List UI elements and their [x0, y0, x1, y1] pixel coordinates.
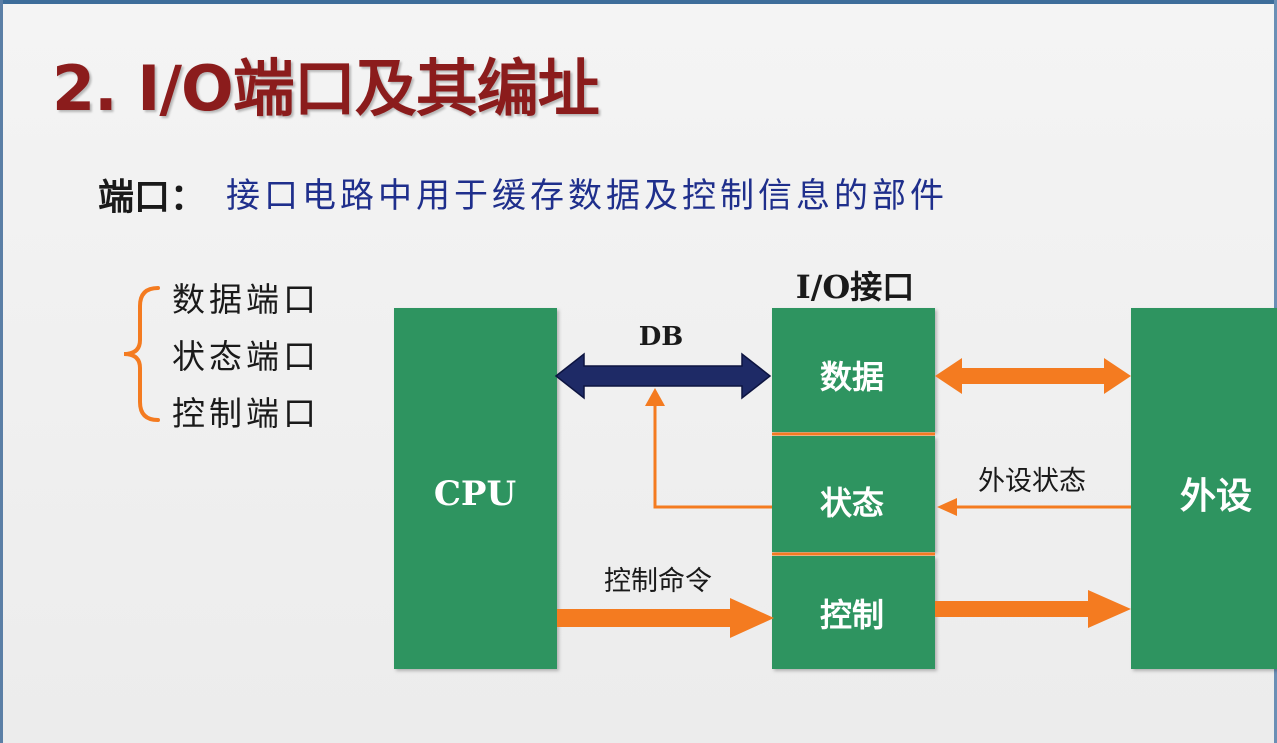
db-bus-arrow: [554, 352, 772, 400]
peripheral-label: 外设: [1180, 475, 1252, 517]
cpu-label: CPU: [434, 474, 516, 514]
definition-text: 接口电路中用于缓存数据及控制信息的部件: [226, 176, 948, 216]
peripheral-status-label: 外设状态: [978, 466, 1086, 497]
io-data-label: 数据: [820, 358, 884, 396]
port-type-control: 控制端口: [172, 394, 320, 433]
data-peripheral-arrow: [935, 358, 1131, 394]
peripheral-status-arrow: [937, 498, 1131, 516]
brace-icon: [123, 286, 160, 422]
io-control-label: 控制: [820, 596, 884, 634]
port-type-list: 数据端口 状态端口 控制端口: [172, 278, 320, 449]
slide-title: 2. I/O端口及其编址: [52, 52, 600, 125]
port-type-status: 状态端口: [172, 337, 320, 376]
io-status-section: [772, 436, 935, 552]
control-command-label: 控制命令: [604, 566, 712, 597]
definition-term: 端口：: [98, 176, 207, 218]
cpu-box: [394, 308, 557, 669]
port-type-data: 数据端口: [172, 280, 320, 319]
db-label: DB: [639, 322, 684, 352]
io-interface-title: I/O接口: [796, 268, 915, 306]
control-command-arrow: [557, 598, 774, 638]
control-peripheral-arrow: [935, 590, 1131, 628]
io-data-section: [772, 308, 935, 432]
top-border: [0, 0, 1277, 4]
io-status-label: 状态: [820, 484, 884, 522]
peripheral-box: [1131, 308, 1277, 669]
io-control-section: [772, 556, 935, 669]
left-border: [0, 0, 3, 743]
status-to-db-arrow: [645, 388, 772, 509]
